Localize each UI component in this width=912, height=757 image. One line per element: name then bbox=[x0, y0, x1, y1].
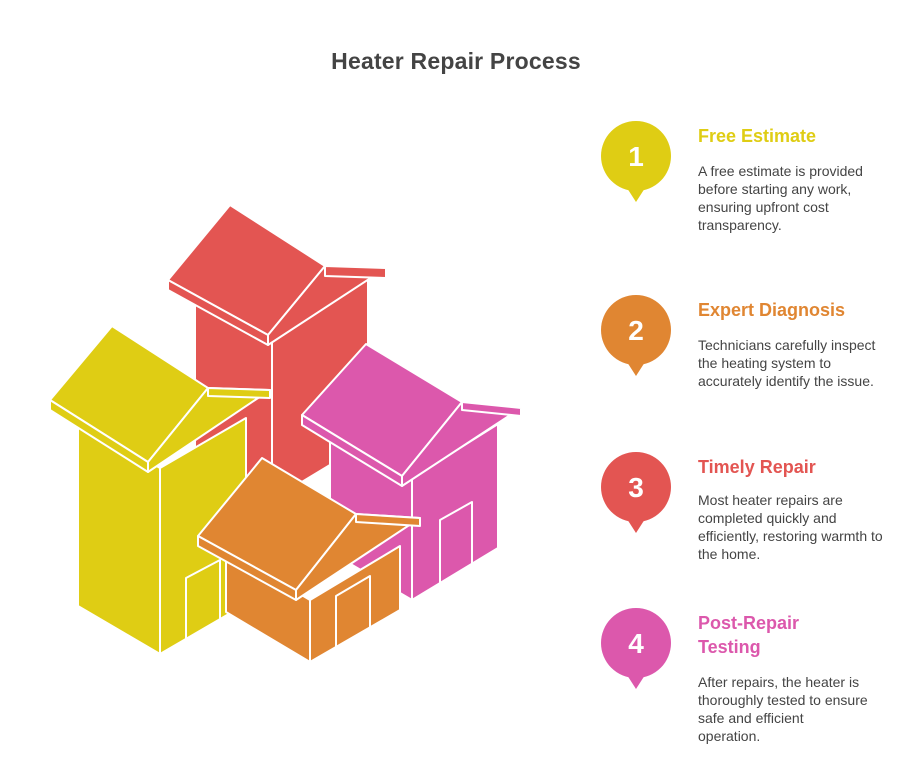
yellow-house bbox=[49, 325, 271, 655]
step-3-title: Timely Repair bbox=[698, 457, 816, 477]
step-3-number: 3 bbox=[628, 472, 644, 503]
step-3-marker: 3 bbox=[601, 452, 671, 533]
step-4-title: Post-Repair Testing bbox=[698, 613, 800, 657]
step-2-marker: 2 bbox=[601, 295, 671, 376]
houses-illustration bbox=[49, 204, 522, 663]
step-1-description: A free estimate is provided before start… bbox=[698, 163, 863, 233]
step-2-description: Technicians carefully inspect the heatin… bbox=[698, 337, 876, 389]
step-4-number: 4 bbox=[628, 628, 644, 659]
step-4-marker: 4 bbox=[601, 608, 671, 689]
step-4-description: After repairs, the heater is thoroughly … bbox=[698, 674, 868, 744]
step-1-number: 1 bbox=[628, 141, 644, 172]
step-3-description: Most heater repairs are completed quickl… bbox=[698, 492, 883, 562]
orange-house bbox=[197, 457, 421, 663]
step-2-number: 2 bbox=[628, 315, 644, 346]
step-1-title: Free Estimate bbox=[698, 126, 817, 146]
page-title: Heater Repair Process bbox=[331, 48, 581, 74]
step-1-marker: 1 bbox=[601, 121, 671, 202]
step-2-title: Expert Diagnosis bbox=[698, 300, 846, 320]
